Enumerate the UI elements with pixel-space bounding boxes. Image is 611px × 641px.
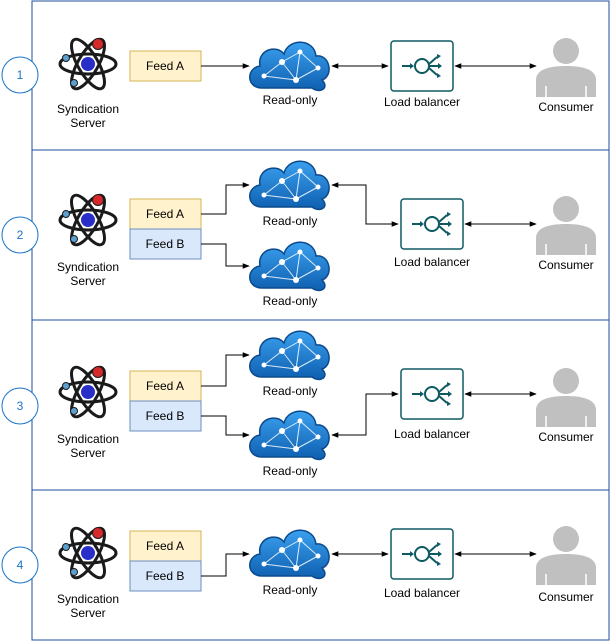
feed-a-box[interactable] (129, 370, 202, 402)
feed-a-label: Feed A (146, 539, 184, 553)
step-number: 1 (17, 68, 24, 82)
feed-b-label: Feed B (146, 409, 185, 423)
step-number-circle (1, 546, 39, 584)
load-balancer-label: Load balancer (384, 95, 460, 109)
step-number-circle (1, 56, 39, 94)
cloud-label: Read-only (263, 93, 318, 107)
load-balancer-label: Load balancer (394, 427, 470, 441)
feed-a-label: Feed A (146, 379, 184, 393)
server-label: Syndication (57, 432, 119, 446)
feed-b-label: Feed B (146, 569, 185, 583)
load-balancer-icon (390, 528, 454, 580)
feed-a-box[interactable] (129, 50, 202, 82)
feed-b-box[interactable] (129, 400, 202, 432)
load-balancer-label: Load balancer (394, 255, 470, 269)
step-number-circle (1, 387, 39, 425)
load-balancer-icon (400, 368, 464, 420)
step-number: 4 (17, 558, 24, 572)
feed-b-box[interactable] (129, 560, 202, 592)
load-balancer-icon (400, 198, 464, 250)
feed-a-label: Feed A (146, 59, 184, 73)
consumer-label: Consumer (538, 100, 593, 114)
server-label: Server (70, 446, 105, 460)
panel-4: 4 Syndication Server Feed A Feed B Read-… (1, 489, 610, 641)
connector-arrow (331, 391, 399, 438)
server-label: Syndication (57, 260, 119, 274)
consumer-label: Consumer (538, 590, 593, 604)
step-number: 3 (17, 399, 24, 413)
server-label: Server (70, 116, 105, 130)
connector-arrow (201, 352, 250, 387)
connector-arrow (201, 551, 250, 577)
feed-a-box[interactable] (129, 530, 202, 562)
load-balancer-icon (390, 40, 454, 92)
connector-arrow (331, 182, 399, 227)
consumer-label: Consumer (538, 430, 593, 444)
step-number-circle (1, 216, 39, 254)
cloud-label: Read-only (263, 294, 318, 308)
consumer-label: Consumer (538, 258, 593, 272)
connector-arrow (201, 243, 250, 269)
server-label: Server (70, 606, 105, 620)
step-number: 2 (17, 228, 24, 242)
panel-1: 1 Syndication Server Feed A Read-only Lo… (1, 0, 610, 151)
server-label: Syndication (57, 592, 119, 606)
feed-b-label: Feed B (146, 237, 185, 251)
cloud-label: Read-only (263, 464, 318, 478)
cloud-label: Read-only (263, 583, 318, 597)
connector-arrow (201, 182, 250, 215)
feed-b-box[interactable] (129, 228, 202, 260)
cloud-label: Read-only (263, 384, 318, 398)
server-label: Server (70, 274, 105, 288)
panel-3: 3 Syndication Server Feed A Feed B Read-… (1, 319, 610, 491)
connector-arrow (201, 415, 250, 438)
feed-a-label: Feed A (146, 207, 184, 221)
load-balancer-label: Load balancer (384, 586, 460, 600)
panel-2: 2 Syndication Server Feed A Feed B Read-… (1, 149, 610, 321)
server-label: Syndication (57, 102, 119, 116)
cloud-label: Read-only (263, 214, 318, 228)
